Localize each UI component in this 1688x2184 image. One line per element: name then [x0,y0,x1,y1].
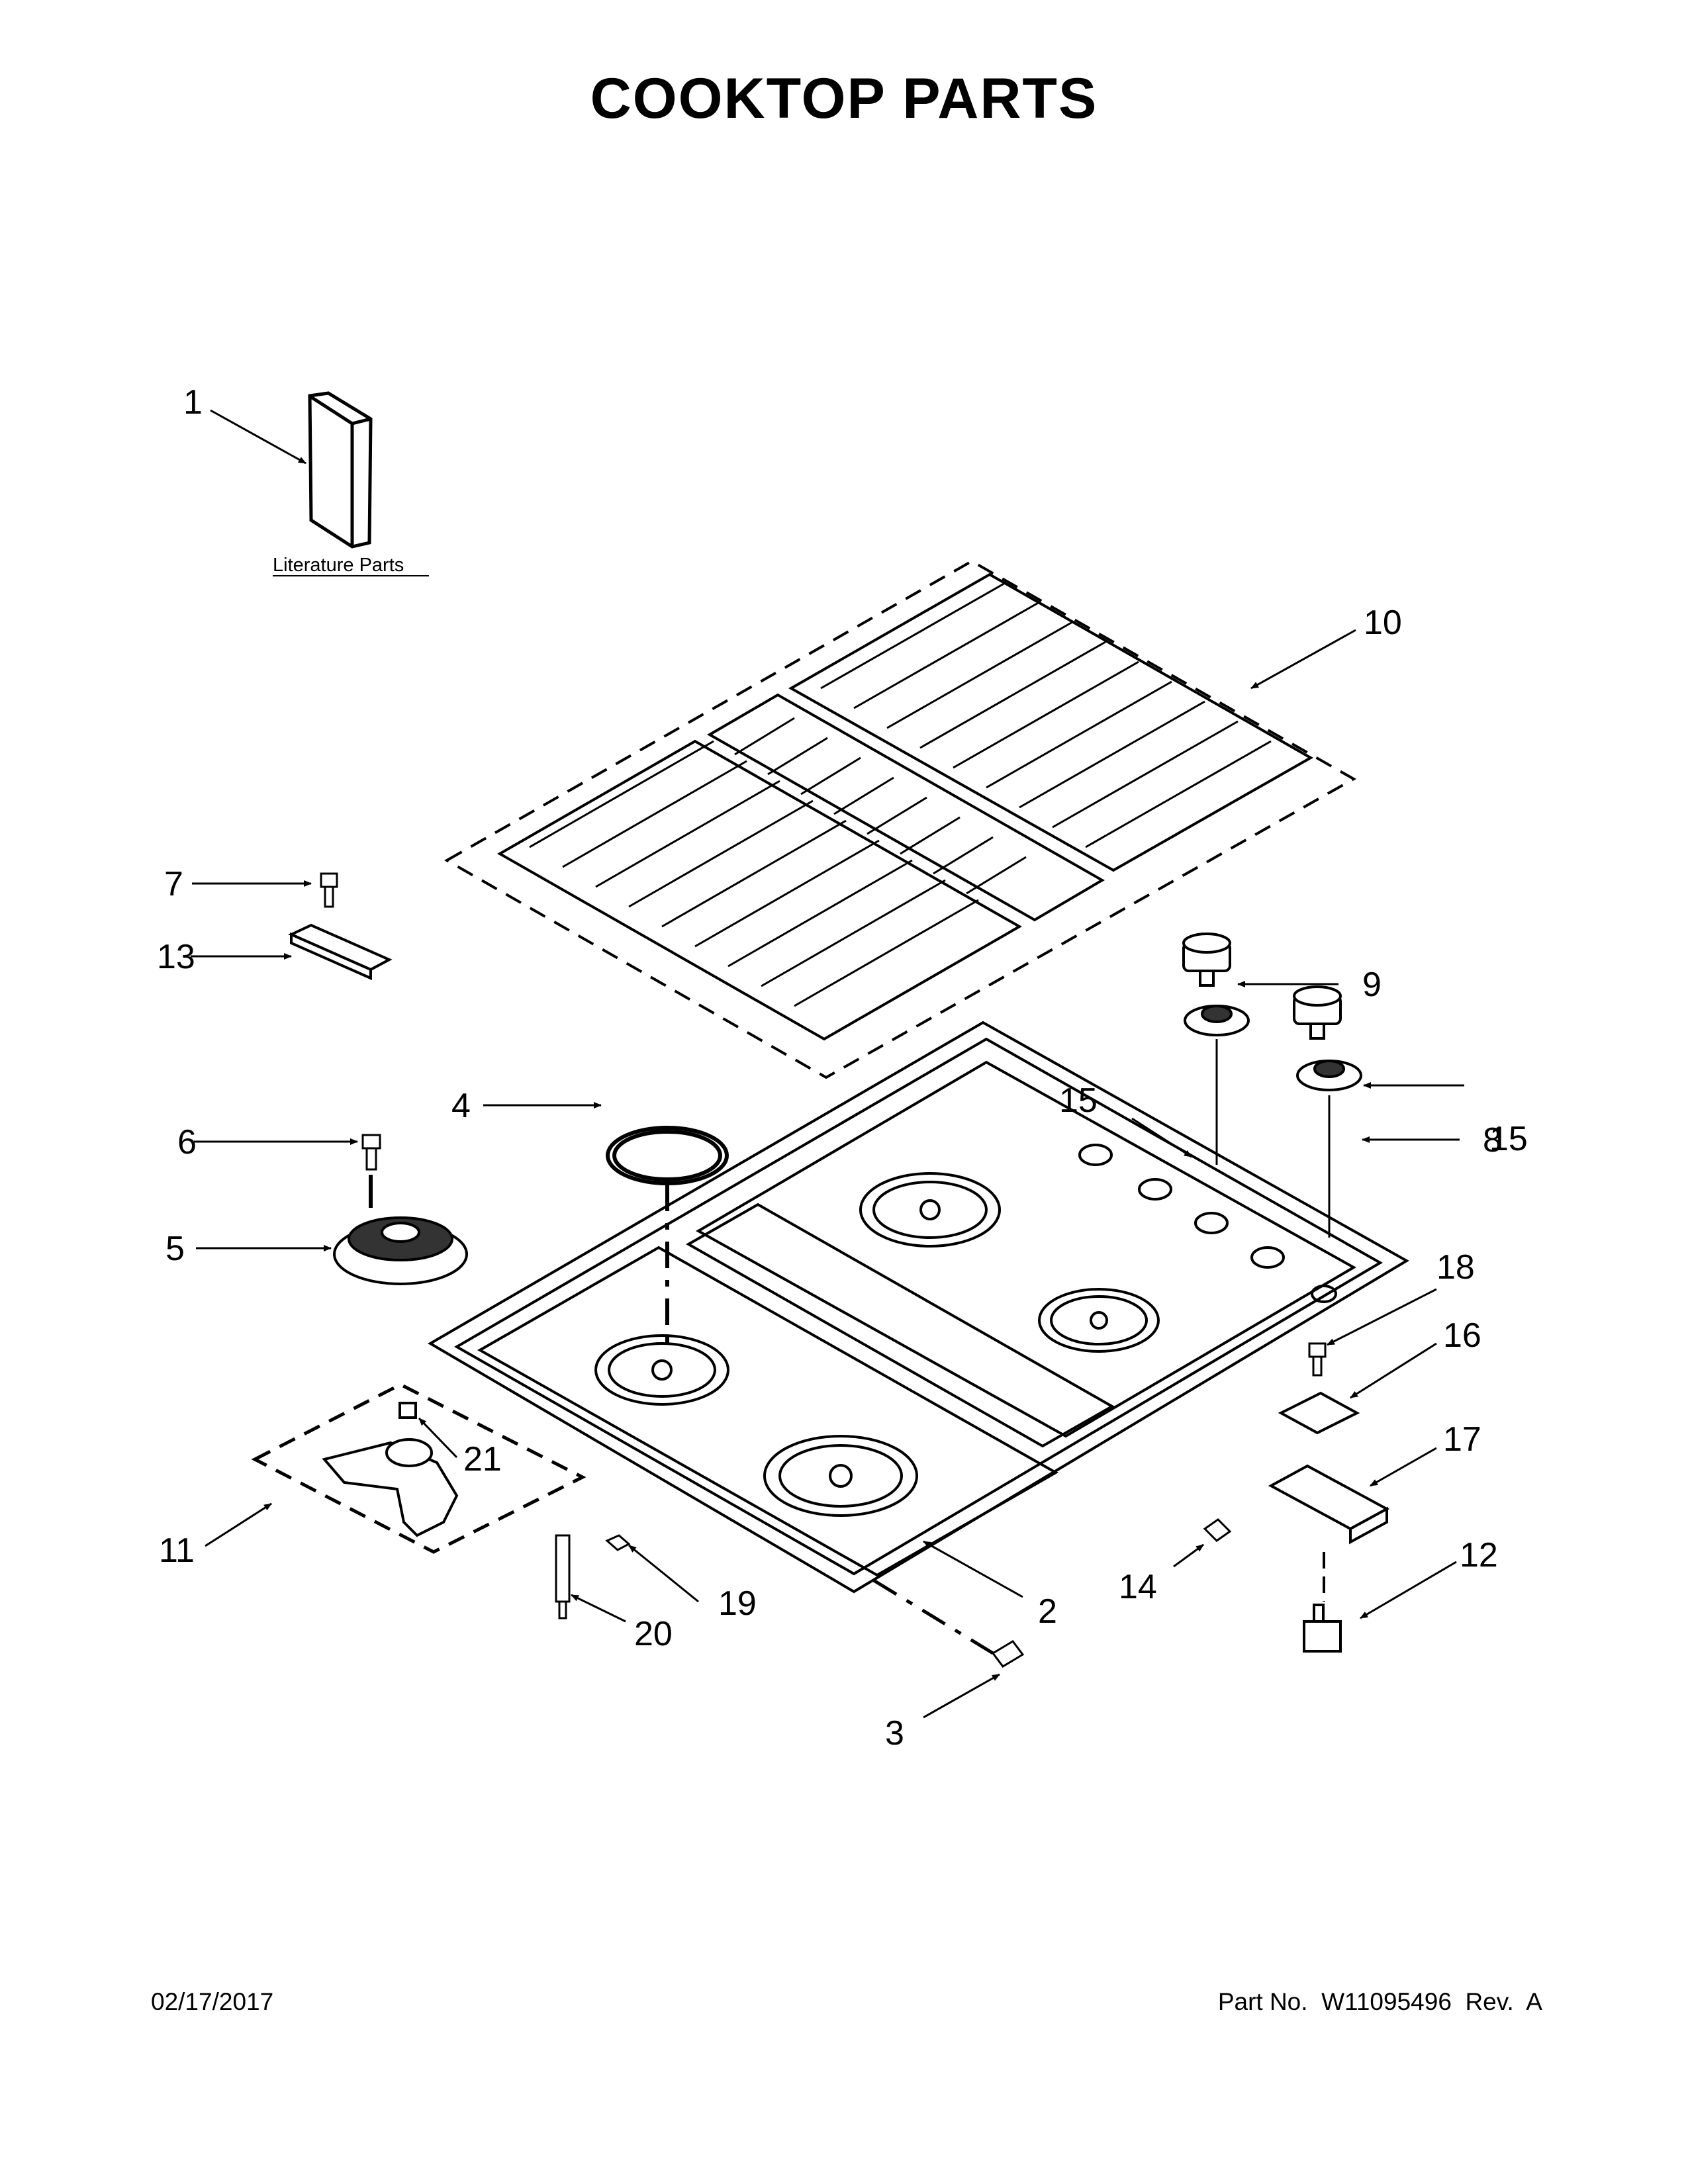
callout-6: 6 [177,1123,197,1161]
screw-3-icon [991,1640,1025,1668]
callout-2: 2 [1038,1592,1057,1631]
footer-part-number: Part No. W11095496 Rev. A [1217,1988,1542,2015]
callout-12: 12 [1460,1536,1498,1574]
knob-9-icon [1182,933,1231,987]
switch-12-icon [1303,1604,1342,1653]
callout-19: 19 [718,1584,757,1623]
page-title: COOKTOP PARTS [590,67,1098,130]
callout-13: 13 [157,938,195,976]
grates-group [444,559,1357,1079]
cooktop-body [428,1021,1409,1594]
callout-8: 8 [1483,1121,1502,1160]
callout-1: 1 [183,383,203,422]
callout-21: 21 [463,1440,502,1479]
electrode-20-icon [555,1534,571,1619]
bezel-15a-icon [1184,1005,1250,1036]
callout-20: 20 [634,1615,673,1653]
bracket-17-icon [1268,1464,1390,1545]
footer-date: 02/17/2017 [151,1988,274,2015]
callout-18: 18 [1436,1248,1475,1287]
callout-11: 11 [159,1531,195,1570]
knob-8-icon [1293,985,1342,1040]
insulator-16-icon [1278,1391,1360,1435]
callout-15a: 15 [1059,1081,1098,1120]
callout-4: 4 [451,1087,471,1125]
callout-5: 5 [165,1230,185,1268]
callout-14: 14 [1119,1568,1157,1606]
literature-parts-label: Literature Parts [273,555,404,576]
valve-icon [322,1402,459,1537]
literature-book-icon [308,391,373,549]
screw-14-icon [1203,1518,1232,1542]
burner-base-icon [333,1216,468,1285]
screw-6-icon [361,1134,381,1171]
clip-19-icon [605,1534,631,1551]
screw-7-icon [320,872,338,908]
screw-18-icon [1308,1342,1327,1377]
callout-10: 10 [1364,604,1402,642]
callout-15b: 15 [1489,1120,1528,1158]
bezel-15b-icon [1296,1060,1362,1091]
bracket-13-icon [288,923,393,981]
burner-cap-ring-icon [606,1126,729,1185]
callout-7: 7 [164,865,183,903]
callout-3: 3 [885,1714,904,1752]
callout-9: 9 [1362,966,1382,1004]
callout-16: 16 [1443,1316,1481,1355]
callout-17: 17 [1443,1420,1481,1459]
